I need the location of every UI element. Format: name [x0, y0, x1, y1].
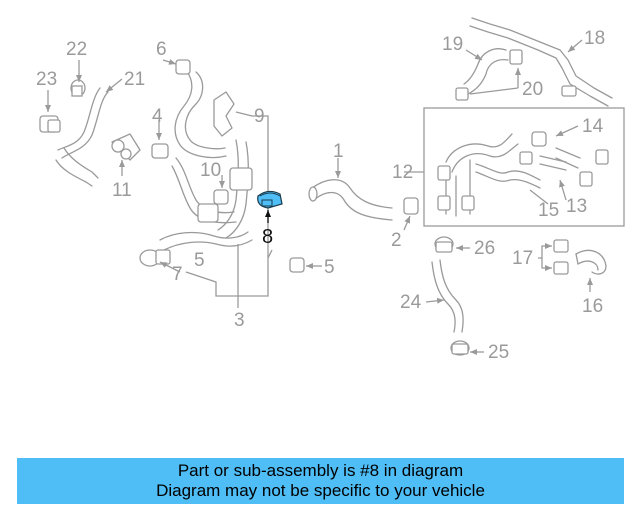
callout-8: 8: [262, 226, 273, 248]
part-22-clamp: [70, 79, 86, 97]
callout-24: 24: [400, 292, 422, 313]
part-10-clamp: [213, 189, 229, 205]
callout-4: 4: [152, 106, 163, 127]
sub-assembly-box: [423, 107, 625, 227]
part-21-hose: [55, 87, 109, 187]
part-2-clamp: [403, 197, 419, 215]
part-box-hoses: [437, 131, 609, 217]
callout-9: 9: [254, 106, 265, 127]
part-23-clamp: [39, 115, 61, 133]
callout-22: 22: [66, 39, 87, 60]
banner-line-part: Part or sub-assembly is #8 in diagram: [177, 461, 464, 480]
part-16-hose: [575, 249, 607, 275]
callout-10: 10: [200, 160, 221, 181]
callout-6: 6: [156, 39, 167, 60]
callout-5b: 5: [324, 257, 335, 278]
callout-23: 23: [36, 69, 57, 90]
callout-2: 2: [391, 230, 402, 251]
callout-16: 16: [582, 296, 603, 317]
callout-19: 19: [442, 34, 463, 55]
part-11-fitting: [111, 133, 141, 161]
part-26-clamp: [434, 236, 454, 253]
callout-14: 14: [582, 116, 604, 137]
callout-13: 13: [566, 196, 587, 217]
part-17-clamps: [553, 239, 569, 275]
callout-21: 21: [124, 69, 145, 90]
part-1-hose: [308, 179, 393, 221]
part-6-clamp: [175, 59, 191, 75]
part-7-fitting: [139, 249, 171, 267]
part-4-clamp: [151, 143, 169, 159]
part-20-clamps: [455, 49, 523, 101]
callout-1: 1: [333, 141, 344, 162]
callout-11: 11: [112, 180, 132, 201]
part-24-hose: [431, 259, 464, 333]
callout-25: 25: [488, 342, 509, 363]
callout-17: 17: [512, 248, 533, 269]
part-25-clamp: [450, 340, 470, 356]
callout-7: 7: [172, 264, 183, 285]
callout-12: 12: [392, 162, 413, 183]
part-18-pipe: [469, 17, 613, 107]
part-5-clamp-right: [289, 257, 305, 273]
callout-3: 3: [234, 310, 245, 331]
part-19-hose: [463, 48, 509, 95]
callout-15: 15: [538, 200, 559, 221]
callout-26: 26: [474, 238, 495, 259]
banner-line-disclaimer: Diagram may not be specific to your vehi…: [156, 481, 485, 500]
part-8-clamp-highlighted: [257, 190, 283, 209]
callout-5a: 5: [194, 250, 205, 271]
callout-18: 18: [584, 28, 605, 49]
part-info-banner: Part or sub-assembly is #8 in diagram Di…: [17, 458, 624, 504]
part-center-hoses: [159, 69, 253, 251]
part-9-bracket: [213, 91, 235, 137]
callout-20: 20: [522, 79, 543, 100]
